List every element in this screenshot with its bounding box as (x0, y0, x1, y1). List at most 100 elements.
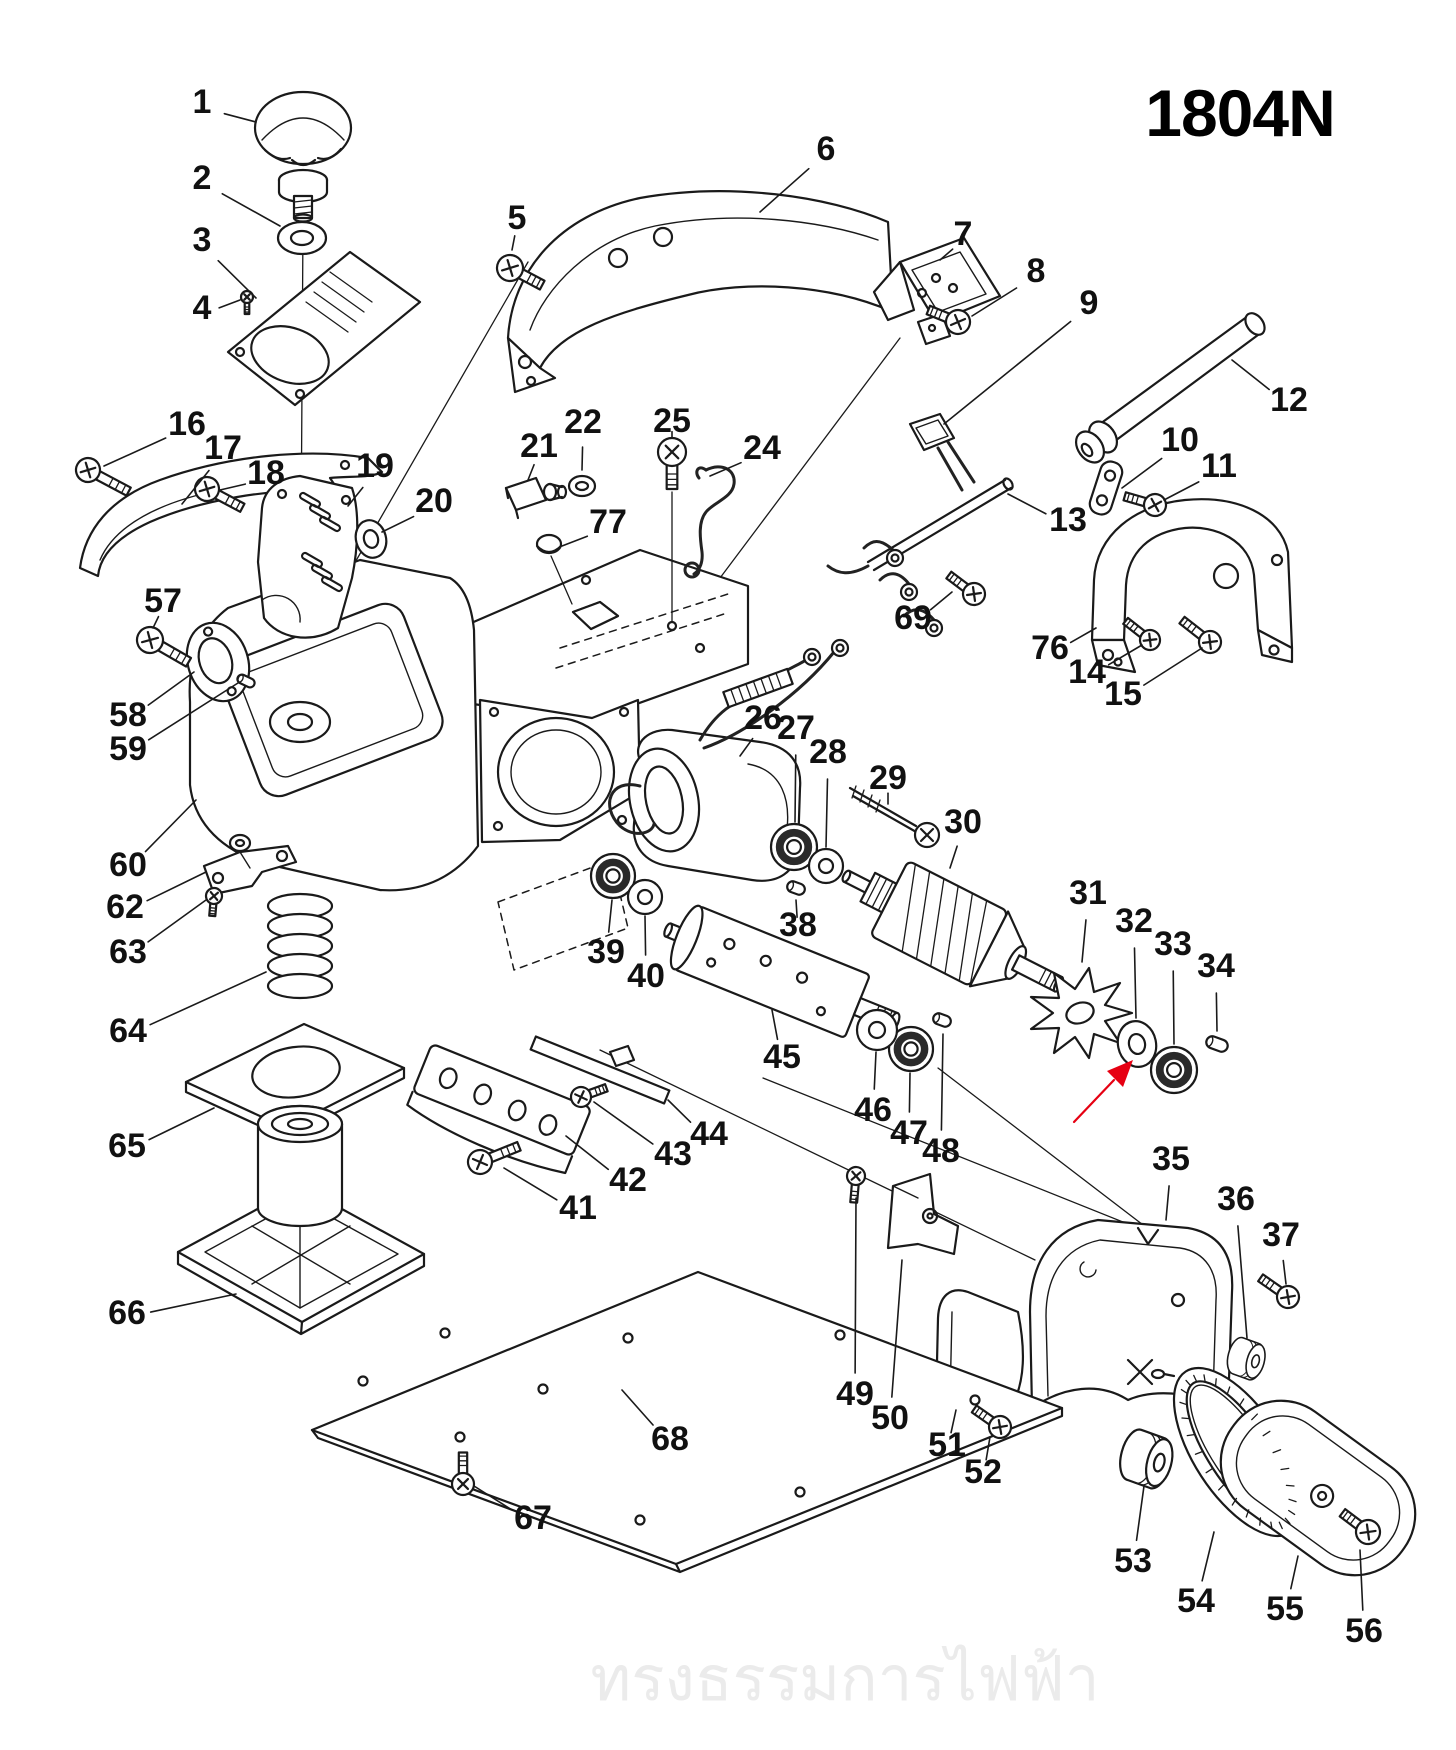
part-3-sketch (226, 250, 422, 407)
part-label-22: 22 (564, 403, 602, 441)
part-36-sketch (1226, 1336, 1266, 1381)
screw-sketch (239, 289, 255, 316)
leader-line-17 (181, 469, 210, 505)
leader-line-65 (148, 1107, 215, 1141)
part-label-45: 45 (763, 1038, 801, 1076)
part-label-32: 32 (1115, 902, 1153, 940)
leader-line-22 (581, 446, 584, 471)
leader-line-30 (949, 845, 958, 869)
leader-line-37 (1282, 1259, 1287, 1285)
leader-line-16 (103, 437, 167, 467)
part-label-56: 56 (1345, 1612, 1383, 1650)
part-30-sketch (841, 861, 1065, 993)
screw-sketch (1122, 616, 1162, 652)
washer-sketch (567, 474, 597, 498)
leader-line-28 (825, 778, 829, 848)
leader-line-66 (149, 1293, 237, 1313)
red-arrow-pointer (1072, 1060, 1133, 1124)
part-10-sketch (1088, 460, 1124, 516)
leader-line-52 (985, 1436, 991, 1461)
leader-line-60 (144, 799, 197, 853)
leader-line-21 (527, 463, 535, 481)
leader-line-12 (1231, 359, 1270, 391)
part-label-49: 49 (836, 1375, 874, 1413)
hardware-decor (74, 220, 1382, 1546)
part-label-27: 27 (777, 709, 815, 747)
part-label-52: 52 (964, 1453, 1002, 1491)
leader-line-69 (929, 591, 953, 611)
part-label-59: 59 (109, 730, 147, 768)
part-label-31: 31 (1069, 874, 1107, 912)
leader-line-68 (621, 1389, 654, 1426)
part-label-17: 17 (204, 429, 242, 467)
leader-line-56 (1359, 1549, 1364, 1611)
part-label-40: 40 (627, 957, 665, 995)
part-label-28: 28 (809, 733, 847, 771)
leader-line-24 (709, 461, 742, 477)
part-label-62: 62 (106, 888, 144, 926)
part-label-68: 68 (651, 1420, 689, 1458)
part-label-57: 57 (144, 582, 182, 620)
part-76-sketch (1090, 498, 1294, 674)
part-label-19: 19 (356, 447, 394, 485)
washer-sketch (855, 1008, 899, 1052)
screw-sketch (1257, 1273, 1301, 1310)
part-label-76: 76 (1031, 629, 1069, 667)
leader-line-33 (1172, 970, 1175, 1045)
leader-line-38 (795, 899, 798, 919)
leader-line-6 (759, 167, 810, 213)
leader-line-4 (218, 299, 241, 309)
leader-line-19 (347, 486, 364, 507)
bearing-sketch (1149, 1045, 1199, 1095)
leader-line-39 (607, 899, 613, 933)
washer-sketch (354, 519, 388, 559)
part-77-sketch (535, 533, 620, 631)
bearing-sketch (887, 1025, 935, 1073)
part-label-21: 21 (520, 427, 558, 465)
screw-sketch (656, 436, 688, 491)
screw-sketch (204, 886, 224, 918)
leader-line-26 (739, 737, 754, 757)
part-label-42: 42 (609, 1161, 647, 1199)
part-label-18: 18 (247, 454, 285, 492)
part-50-sketch (886, 1172, 960, 1256)
part-label-35: 35 (1152, 1140, 1190, 1178)
part-label-12: 12 (1270, 381, 1308, 419)
leader-line-42 (565, 1135, 610, 1171)
part-21-sketch (504, 476, 568, 520)
part-label-46: 46 (854, 1091, 892, 1129)
ring-terminal-sketch (802, 647, 822, 667)
leader-line-3 (217, 259, 257, 299)
part-19-sketch (256, 474, 359, 639)
model-number: 1804N (1145, 76, 1335, 150)
leader-line-11 (1163, 481, 1200, 501)
part-label-41: 41 (559, 1189, 597, 1227)
leader-line-49 (854, 1197, 857, 1374)
leader-line-36 (1237, 1225, 1248, 1339)
part-62-sketch (202, 844, 298, 896)
watermark: ทรงธรรมการไฟฟ้า (590, 1644, 1099, 1714)
part-label-10: 10 (1161, 421, 1199, 459)
part-35-sketch (1028, 1218, 1234, 1410)
part-label-38: 38 (779, 906, 817, 944)
part-label-53: 53 (1114, 1542, 1152, 1580)
screw-sketch (925, 304, 972, 336)
part-53-sketch (1119, 1428, 1174, 1490)
screw-sketch (74, 456, 132, 497)
pin-sketch (932, 1012, 952, 1028)
part-25-axis (666, 491, 678, 632)
part-label-11: 11 (1201, 447, 1237, 485)
washer-sketch (1116, 1020, 1158, 1068)
part-label-30: 30 (944, 803, 982, 841)
leader-line-27 (794, 754, 797, 823)
leader-line-45 (771, 1009, 779, 1041)
screw-sketch (970, 1404, 1013, 1440)
part-label-51: 51 (928, 1426, 966, 1464)
part-label-5: 5 (508, 199, 527, 237)
leader-line-48 (940, 1033, 944, 1131)
part-label-36: 36 (1217, 1180, 1255, 1218)
part-label-25: 25 (653, 402, 691, 440)
leader-line-18 (219, 483, 247, 491)
part-label-64: 64 (109, 1012, 147, 1050)
